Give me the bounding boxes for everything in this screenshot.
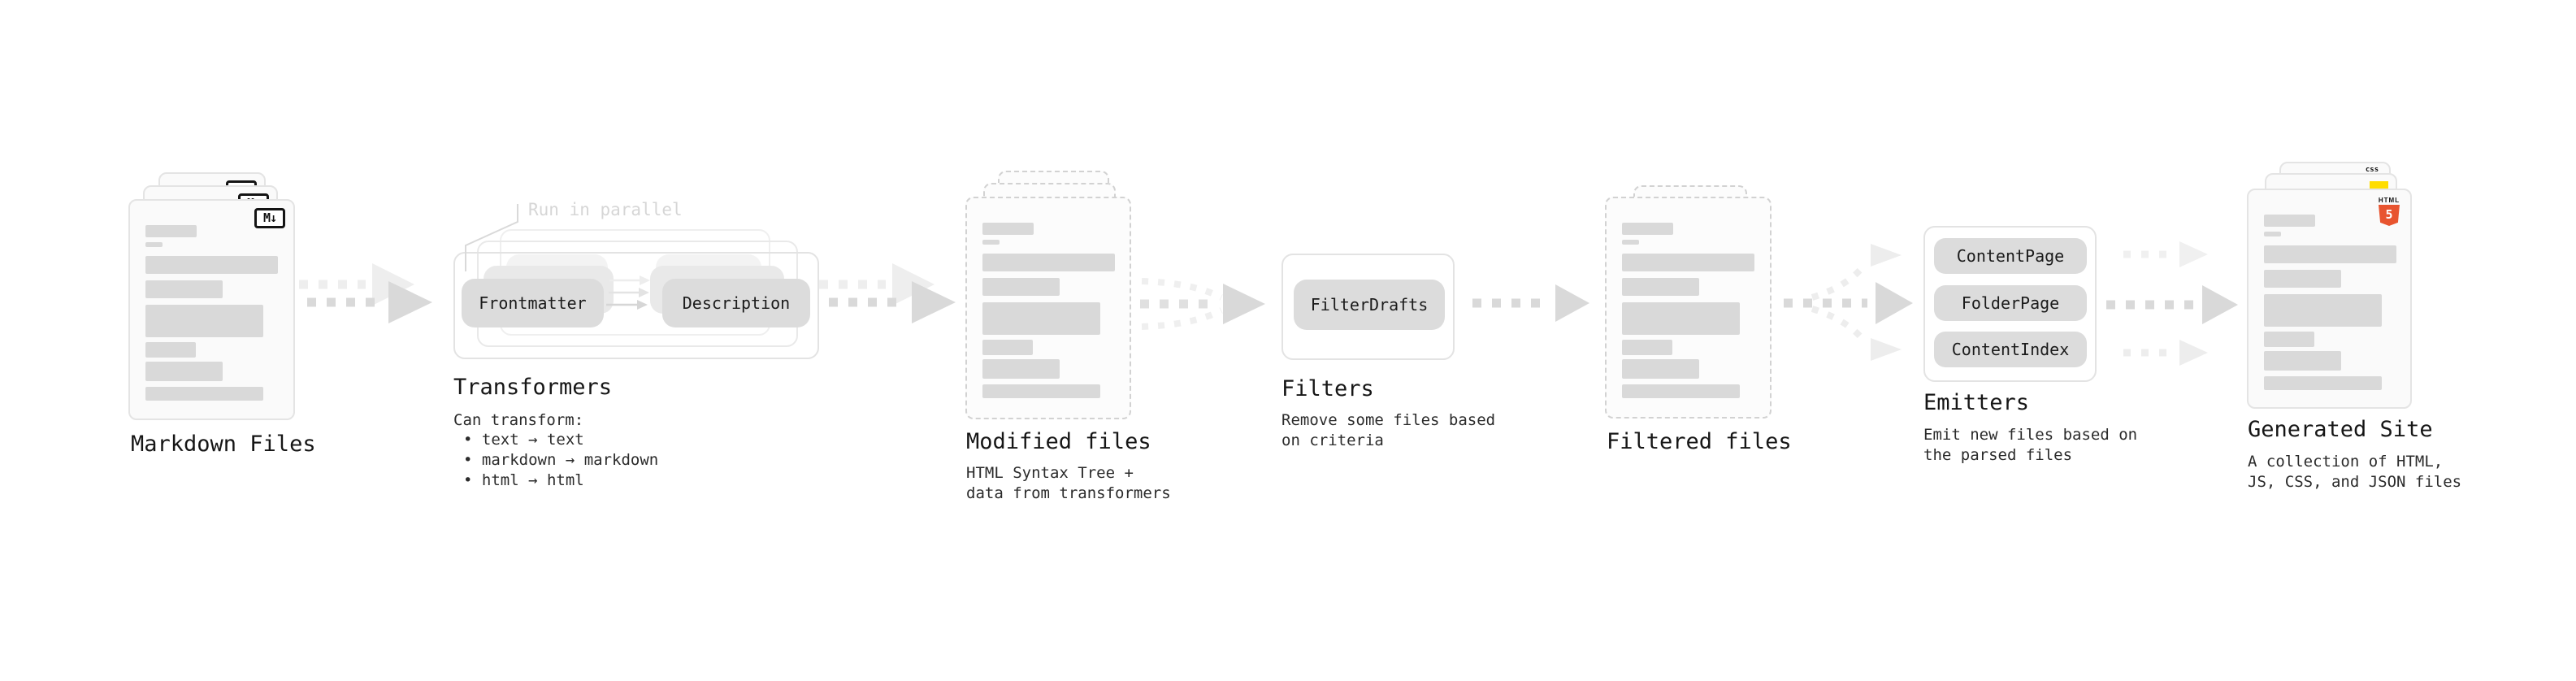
text-placeholder-bar xyxy=(145,242,163,247)
contentpage-pill: ContentPage xyxy=(1934,238,2087,274)
desc-line: HTML Syntax Tree + xyxy=(966,464,1134,482)
css-icon-label: css xyxy=(2365,166,2379,174)
text-placeholder-bar xyxy=(982,384,1100,398)
desc-line: on criteria xyxy=(1281,432,1384,449)
javascript-icon xyxy=(2370,181,2388,190)
arrowhead xyxy=(1555,284,1589,322)
text-placeholder-bar xyxy=(145,280,223,298)
stage-label-modified-files: Modified files xyxy=(966,429,1151,454)
text-placeholder-bar xyxy=(982,240,1000,245)
text-placeholder-bar xyxy=(1622,254,1754,271)
text-placeholder-bar xyxy=(145,387,263,401)
emitters-box xyxy=(1923,226,2097,382)
text-placeholder-bar xyxy=(145,256,278,274)
arrow-emitters-to-generated xyxy=(2106,241,2238,366)
modified-files-desc: HTML Syntax Tree + data from transformer… xyxy=(966,463,1171,504)
text-placeholder-bar xyxy=(1622,359,1699,379)
text-placeholder-bar xyxy=(2264,245,2396,263)
stage-label-filtered-files: Filtered files xyxy=(1607,429,1792,454)
arrow-filters-to-filtered xyxy=(1472,284,1589,322)
text-placeholder-bar xyxy=(2264,270,2341,288)
merge-branch-top xyxy=(1141,278,1223,301)
merge-branch-bottom xyxy=(1141,307,1223,330)
dashed-arrow-icon-light xyxy=(2123,340,2208,366)
stage-label-filters: Filters xyxy=(1281,376,1374,401)
text-placeholder-bar xyxy=(982,254,1115,271)
desc-line: the parsed files xyxy=(1923,446,2073,464)
html5-icon-label: HTML xyxy=(2378,197,2400,204)
arrow-modified-to-filters-merge xyxy=(1140,278,1265,330)
filters-box xyxy=(1281,254,1455,360)
folderpage-pill: FolderPage xyxy=(1934,285,2087,321)
transformers-desc-title: Can transform: xyxy=(453,411,584,429)
transformers-bullet-list: • text → text • markdown → markdown • ht… xyxy=(453,430,658,491)
bullet-item: • markdown → markdown xyxy=(463,451,659,469)
arrowhead-light xyxy=(1871,244,1902,267)
dashed-arrow-icon-ghost xyxy=(819,263,935,306)
bullet-item: • html → html xyxy=(463,471,584,489)
text-placeholder-bar xyxy=(145,305,263,337)
generated-site-desc: A collection of HTML, JS, CSS, and JSON … xyxy=(2248,452,2461,492)
text-placeholder-bar xyxy=(1622,223,1673,235)
text-placeholder-bar xyxy=(982,278,1060,296)
frontmatter-pill: Frontmatter xyxy=(462,279,604,327)
text-placeholder-bar xyxy=(2264,351,2341,371)
arrow-markdown-to-transformers xyxy=(299,263,432,323)
dashed-arrow-icon xyxy=(307,281,432,323)
arrowhead-light xyxy=(1871,338,1902,361)
bullet-item: • text → text xyxy=(463,431,584,449)
desc-line: Emit new files based on xyxy=(1923,426,2138,444)
stage-label-emitters: Emitters xyxy=(1923,390,2030,415)
text-placeholder-bar xyxy=(1622,384,1740,398)
run-in-parallel-annotation: Run in parallel xyxy=(528,200,683,219)
arrow-filtered-to-emitters-fanout xyxy=(1784,244,1913,361)
text-placeholder-bar xyxy=(2264,294,2382,327)
transformer-box-front xyxy=(453,252,819,359)
dashed-arrow-icon-light xyxy=(2123,241,2208,267)
stage-label-markdown-files: Markdown Files xyxy=(131,432,316,457)
text-placeholder-bar xyxy=(1622,278,1699,296)
arrow-transformers-to-modified xyxy=(819,263,956,323)
emitters-desc: Emit new files based on the parsed files xyxy=(1923,425,2137,466)
text-placeholder-bar xyxy=(982,359,1060,379)
html5-icon: HTML 5 xyxy=(2377,197,2401,226)
text-placeholder-bar xyxy=(2264,232,2281,236)
html5-icon-shield: 5 xyxy=(2379,205,2400,226)
markdown-document-front: M↓ xyxy=(128,199,295,420)
text-placeholder-bar xyxy=(145,225,197,237)
fanout-branch-bottom xyxy=(1811,306,1869,345)
text-placeholder-bar xyxy=(2264,376,2382,390)
stage-label-transformers: Transformers xyxy=(453,375,613,400)
text-placeholder-bar xyxy=(2264,215,2315,227)
desc-line: A collection of HTML, xyxy=(2248,453,2444,471)
markdown-icon: M↓ xyxy=(254,208,285,228)
filters-desc: Remove some files based on criteria xyxy=(1281,410,1495,451)
fanout-branch-top xyxy=(1811,261,1869,301)
dashed-arrow-icon-ghost xyxy=(299,263,414,306)
arrowhead xyxy=(1876,282,1913,324)
contentindex-pill: ContentIndex xyxy=(1934,332,2087,367)
text-placeholder-bar xyxy=(145,362,223,381)
filtered-document-front xyxy=(1605,197,1772,419)
desc-line: JS, CSS, and JSON files xyxy=(2248,473,2462,491)
text-placeholder-bar xyxy=(1622,340,1672,355)
text-placeholder-bar xyxy=(982,340,1033,355)
dashed-arrow-icon xyxy=(829,281,956,323)
text-placeholder-bar xyxy=(145,342,196,358)
text-placeholder-bar xyxy=(982,302,1100,335)
stage-label-generated-site: Generated Site xyxy=(2248,417,2433,442)
text-placeholder-bar xyxy=(2264,332,2314,347)
text-placeholder-bar xyxy=(982,223,1034,235)
desc-line: data from transformers xyxy=(966,484,1171,502)
modified-document-front xyxy=(965,197,1131,419)
text-placeholder-bar xyxy=(1622,240,1639,245)
text-placeholder-bar xyxy=(1622,302,1740,335)
dashed-arrow-icon xyxy=(2106,285,2238,324)
description-pill: Description xyxy=(662,279,810,327)
arrowhead xyxy=(1223,284,1265,324)
generated-document-html: HTML 5 xyxy=(2247,189,2412,409)
filterdrafts-pill: FilterDrafts xyxy=(1294,280,1445,330)
desc-line: Remove some files based xyxy=(1281,411,1496,429)
